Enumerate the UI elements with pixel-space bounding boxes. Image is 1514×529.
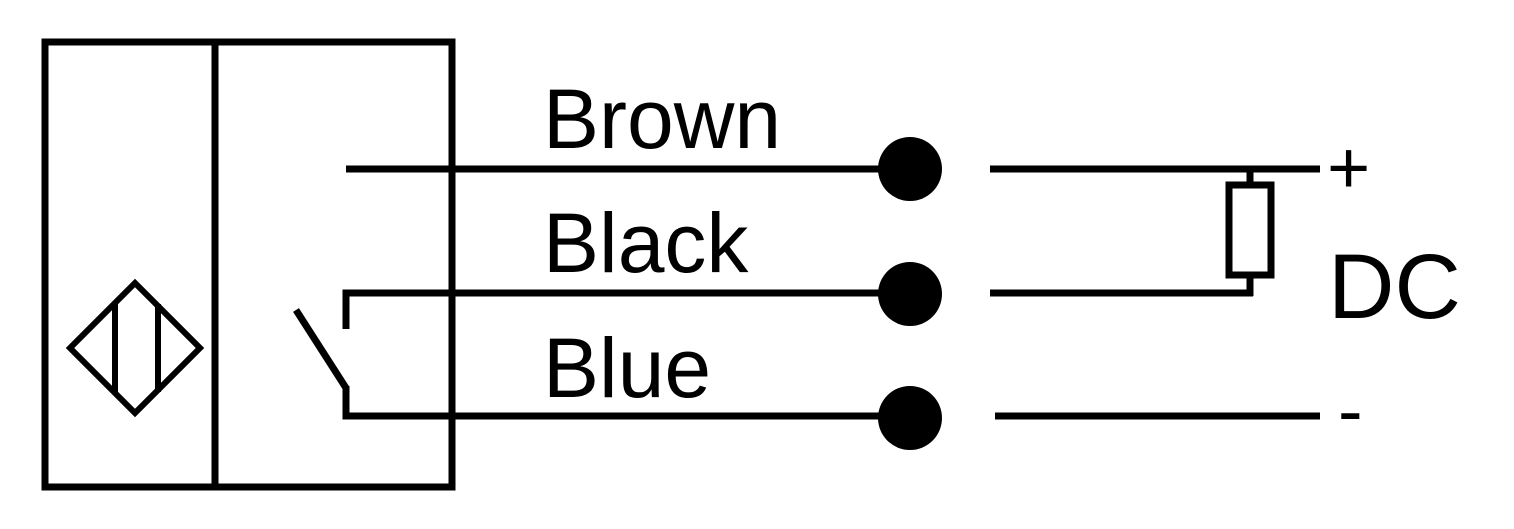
supply-type-label: DC	[1328, 236, 1461, 338]
supply-plus-label: +	[1327, 126, 1370, 209]
black-wire	[342, 289, 910, 329]
blue-label: Blue	[543, 321, 711, 415]
supply-minus-label: -	[1338, 369, 1363, 452]
black-terminal	[878, 262, 942, 326]
inductive-sensor-icon	[65, 278, 205, 418]
brown-label: Brown	[543, 72, 781, 166]
blue-terminal	[878, 386, 942, 450]
black-label: Black	[543, 196, 749, 290]
sensor-housing	[41, 38, 456, 491]
blue-wire	[342, 386, 910, 420]
switch-contact	[293, 308, 349, 390]
brown-terminal	[878, 137, 942, 201]
load-resistor-icon	[1225, 181, 1275, 279]
